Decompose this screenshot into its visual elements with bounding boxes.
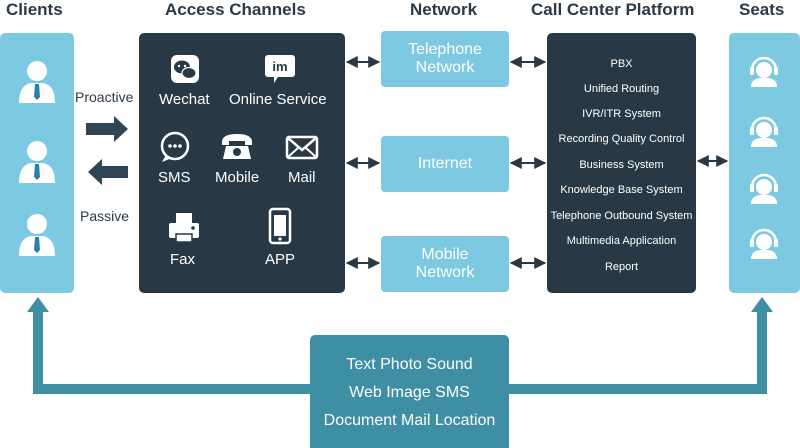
platform-item: Knowledge Base System [560,184,683,196]
network-line: Telephone [408,41,482,58]
network-box-internet: Internet [381,136,509,192]
envelope-icon [285,135,319,160]
platform-item: Telephone Outbound System [550,210,693,222]
seat-headset-icon [750,116,778,147]
im-icon-text: im [272,59,287,74]
channel-label-mobile: Mobile [215,169,260,186]
header-platform: Call Center Platform [531,0,695,19]
passive-arrow [88,159,128,185]
channel-label-sms: SMS [158,169,191,186]
platform-item: IVR/ITR System [582,108,661,120]
client-person-icon [19,141,55,183]
platform-item: Multimedia Application [566,235,677,247]
channel-label-fax: Fax [170,251,196,268]
header-access-channels: Access Channels [165,0,306,19]
platform-item: Recording Quality Control [558,133,685,145]
media-panel [310,335,509,448]
proactive-arrow [86,116,128,142]
wechat-icon [171,55,199,83]
network-line: Mobile [421,246,469,263]
fax-icon [169,213,199,243]
telephone-icon [222,134,252,159]
header-clients: Clients [6,0,63,19]
channel-label-wechat: Wechat [159,91,210,108]
network-line: Network [415,59,475,76]
seat-headset-icon [750,56,778,87]
chat-bubble-icon [160,131,190,162]
client-person-icon [19,214,55,256]
media-line: Web Image SMS [349,384,470,401]
header-seats: Seats [739,0,785,19]
proactive-label: Proactive [75,89,134,105]
im-icon: im [265,55,295,83]
channel-label-mail: Mail [288,169,316,186]
connector-arrows [345,56,729,269]
header-network: Network [410,0,478,19]
network-box-telephone: Telephone Network [381,31,509,87]
channel-label-online-service: Online Service [229,91,327,108]
network-line: Network [415,264,475,281]
platform-panel [547,33,696,293]
platform-item: PBX [610,58,633,70]
seat-headset-icon [750,228,778,259]
platform-item: Business System [579,159,664,171]
network-line: Internet [417,155,473,172]
passive-label: Passive [80,208,130,224]
platform-item: Unified Routing [583,83,660,95]
network-box-mobile: Mobile Network [381,236,509,292]
media-loop-arrows [27,297,773,394]
channel-label-app: APP [265,251,296,268]
seat-headset-icon [750,173,778,204]
platform-item: Report [604,261,639,273]
client-person-icon [19,61,55,103]
smartphone-icon [268,207,292,245]
media-line: Document Mail Location [323,412,496,429]
media-line: Text Photo Sound [346,356,473,373]
